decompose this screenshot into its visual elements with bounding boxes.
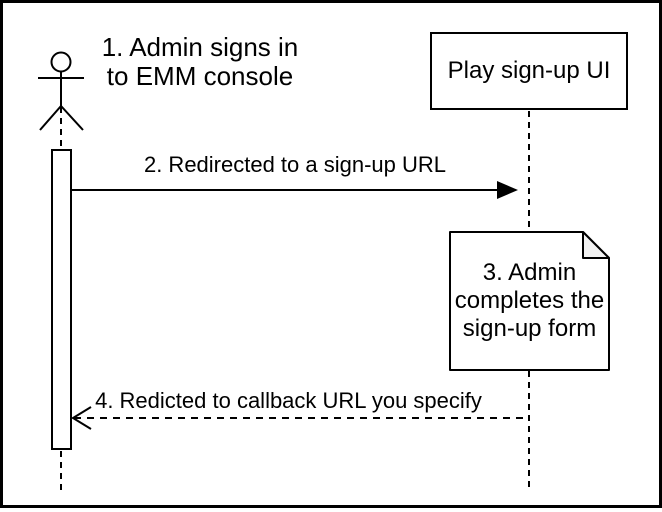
message-4-arrow [71, 406, 529, 430]
actor-figure [38, 51, 84, 131]
participant-box: Play sign-up UI [430, 32, 628, 110]
note-folded-corner-icon [582, 231, 610, 259]
note-shape [449, 231, 610, 371]
message-4-open-arrowhead-icon [71, 406, 92, 430]
message-2-arrowhead-icon [497, 181, 518, 199]
actor-head-icon [50, 51, 72, 73]
note-label: 3. Admin completes the sign-up form [454, 259, 605, 342]
message-2-label: 2. Redirected to a sign-up URL [143, 152, 447, 177]
actor-legs [39, 104, 84, 131]
message-4-label: 4. Redicted to callback URL you specify [95, 388, 482, 413]
participant-label: Play sign-up UI [447, 57, 611, 84]
note-body [449, 231, 610, 371]
activation-bar [51, 149, 72, 450]
step-1-annotation: 1. Admin signs in to EMM console [101, 32, 299, 91]
message-2-arrow [72, 181, 518, 199]
